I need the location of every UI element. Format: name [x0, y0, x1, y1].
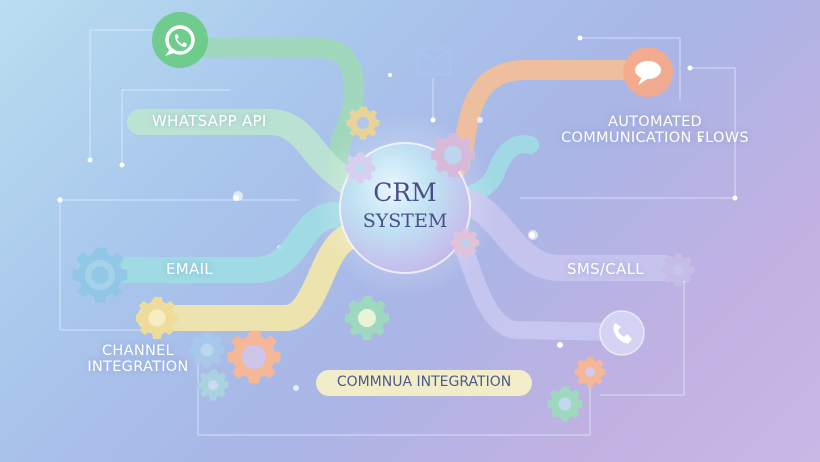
gear-icon — [450, 228, 480, 258]
envelope-icon — [416, 46, 452, 76]
gear-icon — [346, 106, 380, 140]
automated-flows-label: AUTOMATED COMMUNICATION FLOWS — [556, 114, 754, 146]
commnua-pill — [316, 370, 532, 396]
gear-icon — [345, 296, 389, 340]
gear-icon — [189, 332, 225, 368]
phone-icon[interactable] — [599, 310, 645, 356]
channel-integration-label: CHANNEL INTEGRATION — [84, 343, 192, 375]
gear-icon — [431, 133, 475, 177]
automated-line-1: AUTOMATED — [608, 114, 702, 130]
automated-line-2: COMMUNICATION FLOWS — [561, 130, 749, 146]
channel-line-1: CHANNEL — [102, 343, 174, 359]
crm-hub-label: CRM SYSTEM — [340, 178, 470, 234]
email-label: EMAIL — [166, 260, 213, 278]
gear-icon — [344, 152, 376, 184]
gears — [72, 106, 695, 422]
sparkles — [233, 117, 538, 391]
hub-subtitle: SYSTEM — [362, 210, 448, 232]
gear-icon — [661, 253, 695, 287]
gear-icon — [136, 297, 178, 339]
whatsapp-icon[interactable] — [152, 12, 208, 68]
whatsapp-api-label: WHATSAPP API — [152, 112, 267, 130]
gear-icon — [227, 330, 281, 384]
hub-title: CRM — [373, 178, 437, 207]
sms-call-label: SMS/CALL — [567, 260, 644, 278]
chat-bubble-icon[interactable] — [623, 47, 673, 97]
commnua-integration-label: COMMNUA INTEGRATION — [336, 374, 512, 390]
gear-icon — [574, 356, 606, 388]
gear-icon — [72, 247, 128, 303]
crm-hub[interactable] — [339, 142, 471, 274]
connector-lines — [59, 29, 736, 436]
gear-icon — [547, 386, 583, 422]
channel-line-2: INTEGRATION — [87, 359, 189, 375]
gear-icon — [197, 369, 229, 401]
